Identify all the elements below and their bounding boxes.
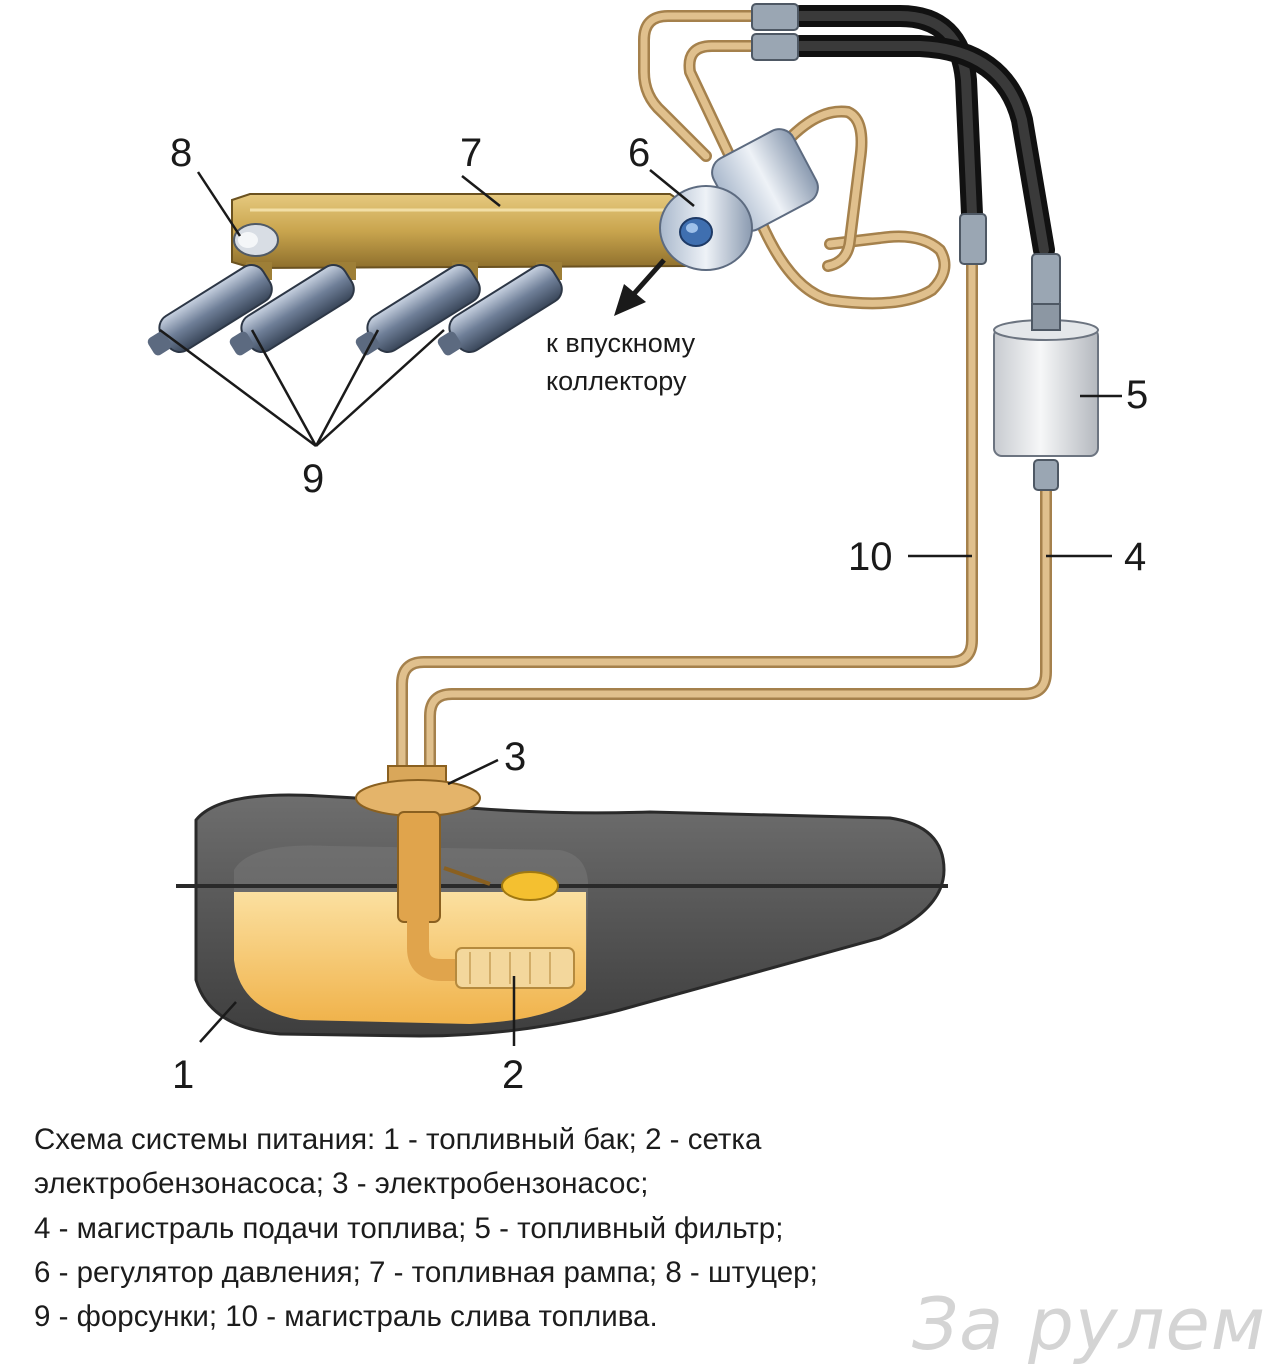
callout-4: 4 [1124,535,1146,579]
caption-line: электробензонасоса; 3 - электробензонасо… [34,1167,649,1201]
callout-7: 7 [460,131,482,175]
callout-1: 1 [172,1053,194,1097]
fuel-pump [355,765,559,981]
return-line [396,256,978,776]
fuel-tank [176,793,948,1038]
callout-6: 6 [628,131,650,175]
hose-fittings [751,3,1061,491]
callout-5: 5 [1126,373,1148,417]
fuel-filter [993,303,1099,457]
callout-10: 10 [848,535,893,579]
callout-2: 2 [502,1053,524,1097]
arrow-note-line-1: к впускному [546,328,696,358]
caption-line: Схема системы питания: 1 - топливный бак… [34,1123,762,1156]
callout-8: 8 [170,131,192,175]
black-hoses [789,5,1055,261]
fuel-system-diagram: 8 7 6 5 10 4 3 9 1 2 к впускному коллект… [147,3,1148,1097]
rail-tubes [638,10,951,310]
watermark: За рулем [912,1282,1267,1366]
fitting-part [233,223,279,257]
caption: Схема системы питания: 1 - топливный бак… [34,1118,1034,1339]
caption-line: 9 - форсунки; 10 - магистраль слива топл… [34,1300,658,1334]
caption-line: 6 - регулятор давления; 7 - топливная ра… [34,1255,818,1289]
arrow-note-line-2: коллектору [546,366,687,396]
supply-line [424,482,1052,776]
pump-screen [455,947,575,989]
leader-lines [159,169,1122,1046]
caption-line: 4 - магистраль подачи топлива; 5 - топли… [34,1211,784,1245]
callout-3: 3 [504,735,526,779]
callout-9: 9 [302,457,324,501]
intake-arrow [614,258,666,316]
pressure-regulator [659,128,819,271]
